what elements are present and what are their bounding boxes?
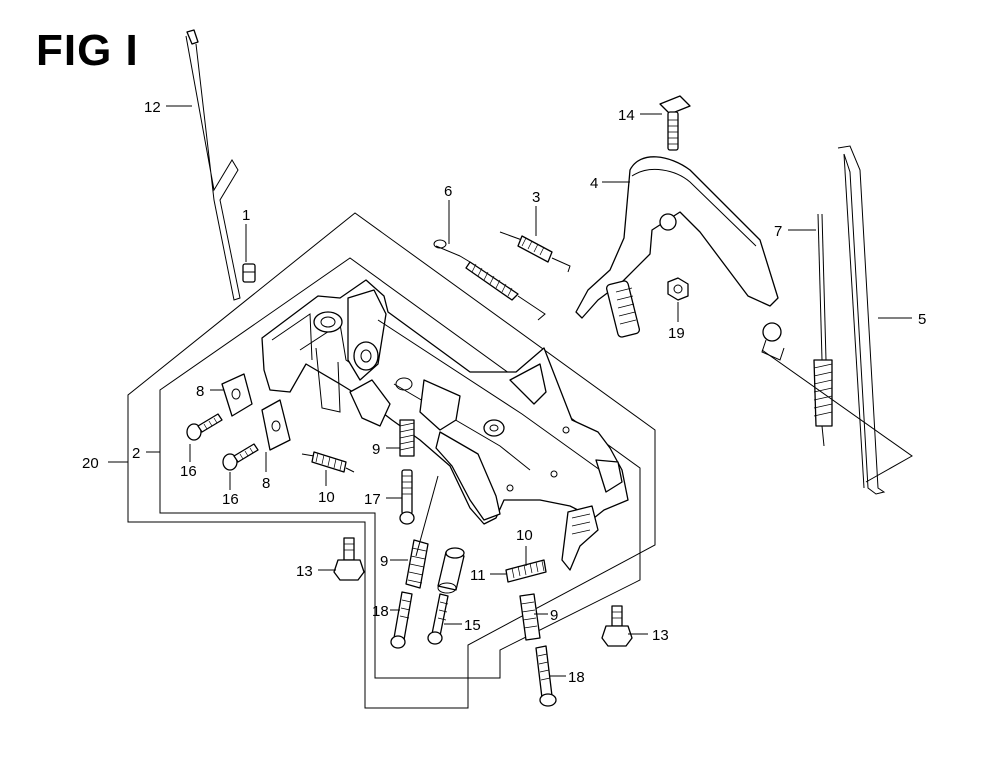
spring-part-3 [499, 231, 571, 273]
callout-15: 15 [464, 617, 481, 634]
main-control-bracket [261, 279, 629, 571]
callout-9-middle: 9 [380, 553, 388, 570]
screw-part-16b [222, 443, 259, 471]
nut-part-19 [667, 277, 689, 301]
callout-12: 12 [144, 99, 161, 116]
callout-9-upper: 9 [372, 441, 380, 458]
callout-13-left: 13 [296, 563, 313, 580]
leader-lines [108, 105, 912, 677]
spring-part-9b [405, 539, 429, 589]
spring-part-9a [399, 419, 415, 457]
callout-4: 4 [590, 175, 598, 192]
callout-7: 7 [774, 223, 782, 240]
callout-16-lower: 16 [222, 491, 239, 508]
cylinder-part-11 [437, 547, 465, 594]
flange-bolt-part-13b [601, 605, 633, 647]
assembly-boundary-20 [127, 212, 656, 709]
screw-part-15 [427, 593, 449, 645]
throttle-rod-part [185, 29, 241, 301]
key-part-14 [659, 95, 691, 151]
screw-part-18b [535, 645, 557, 707]
spring-part-10b [505, 559, 547, 583]
callout-2: 2 [132, 445, 140, 462]
sub-assembly-lines [761, 349, 913, 483]
callout-3: 3 [532, 189, 540, 206]
rod-spring-part-7 [813, 213, 833, 447]
figure-title: FIG I [36, 26, 139, 75]
assembly-boundary-2 [159, 257, 641, 679]
clamp-part-8b [261, 399, 291, 451]
callout-8-lower: 8 [262, 475, 270, 492]
screw-part-16a [186, 413, 223, 441]
callout-19: 19 [668, 325, 685, 342]
callout-8-upper: 8 [196, 383, 204, 400]
spring-part-6 [433, 239, 546, 321]
callout-14: 14 [618, 107, 635, 124]
clamp-part-8a [221, 373, 253, 417]
callout-5: 5 [918, 311, 926, 328]
spring-part-9c [519, 593, 541, 641]
callout-10-upper: 10 [318, 489, 335, 506]
flange-bolt-part-13a [333, 537, 365, 581]
callout-18-middle: 18 [372, 603, 389, 620]
callout-20: 20 [82, 455, 99, 472]
screw-part-18a [390, 591, 413, 649]
callout-17: 17 [364, 491, 381, 508]
callout-13-right: 13 [652, 627, 669, 644]
callout-18-lower: 18 [568, 669, 585, 686]
control-lever-part-4 [575, 156, 785, 361]
long-rod-part-5 [837, 145, 886, 495]
callout-9-lower: 9 [550, 607, 558, 624]
clip-part [242, 263, 256, 283]
callout-10-lower: 10 [516, 527, 533, 544]
spring-part-10a [301, 451, 355, 473]
callout-6: 6 [444, 183, 452, 200]
screw-part-17 [399, 469, 415, 525]
callout-11: 11 [470, 567, 486, 584]
callout-16-upper: 16 [180, 463, 197, 480]
callout-1: 1 [242, 207, 250, 224]
